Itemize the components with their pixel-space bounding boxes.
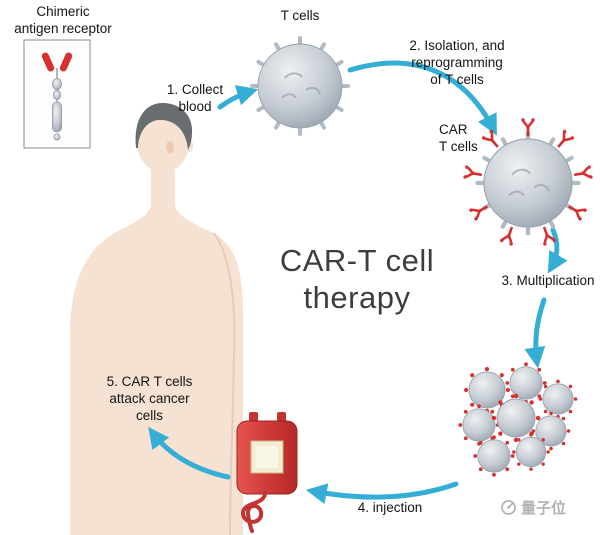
- watermark-text: 量子位: [521, 500, 567, 517]
- human-figure: [70, 102, 243, 535]
- iv-tube: [240, 491, 267, 533]
- car-t-cells-label: CAR T cells: [439, 122, 478, 154]
- blood-bag-illustration: [236, 412, 298, 533]
- arrow-to-multiplication: [547, 227, 568, 274]
- hair: [135, 102, 193, 150]
- receptor-diagram: [23, 39, 91, 149]
- arrow-injection: [305, 481, 459, 505]
- step-3-label: 3. Multiplication: [501, 273, 595, 288]
- arrow-attack: [148, 426, 231, 480]
- t-cell-illustration: [250, 36, 350, 136]
- watermark-logo-icon: [501, 500, 516, 515]
- step-4-label: 4. injection: [357, 500, 423, 515]
- flow-arrows: [148, 60, 568, 505]
- cell-cluster-illustration: [458, 362, 578, 477]
- step-2-label: 2. Isolation, and reprogramming of T cel…: [409, 38, 505, 87]
- arrow-collect-blood: [217, 85, 259, 110]
- step-1-label: 1. Collect blood: [166, 82, 224, 114]
- arrow-isolation: [347, 60, 497, 136]
- step-5-label: 5. CAR T cells attack cancer cells: [106, 374, 193, 423]
- t-cells-label: T cells: [280, 8, 320, 23]
- diagram-title: CAR-T cell therapy: [279, 243, 435, 315]
- watermark: 量子位: [500, 497, 566, 518]
- arrow-multiplication: [524, 297, 547, 369]
- receptor-label: Chimeric antigen receptor: [14, 4, 112, 36]
